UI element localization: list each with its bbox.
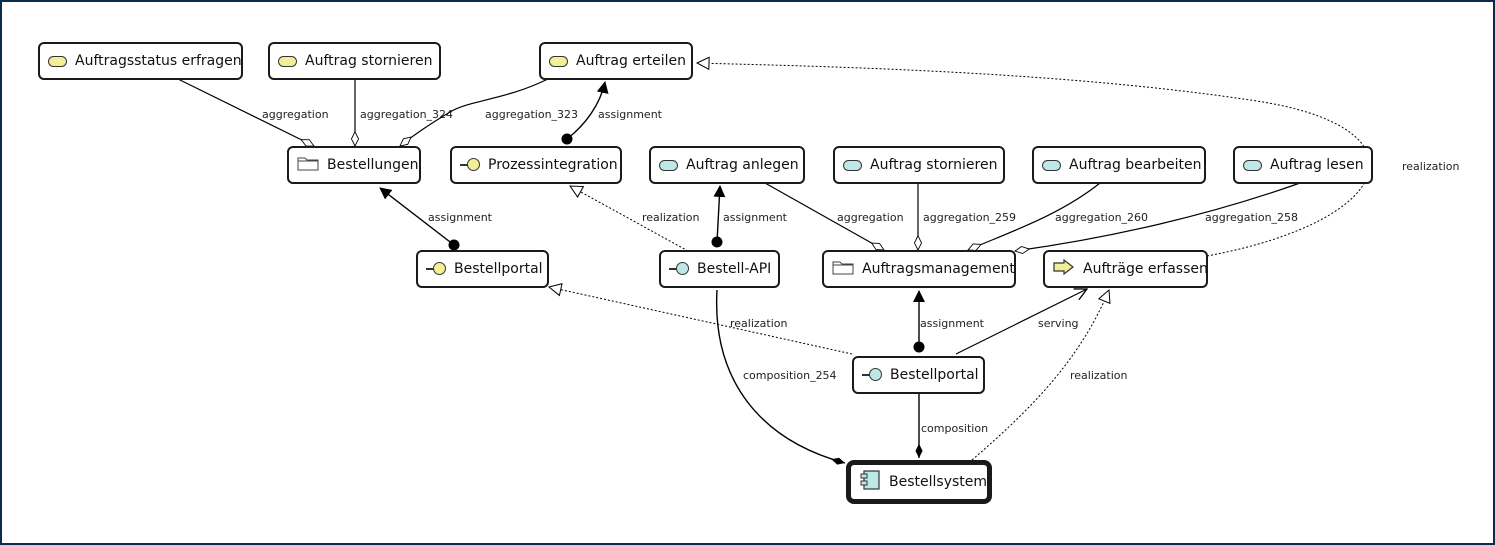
edge-label: serving [1038,317,1079,330]
node-label: Bestellportal [890,367,979,383]
edge-label: aggregation_259 [923,211,1016,224]
node-auftrag-stornieren-business[interactable]: Auftrag stornieren [268,42,441,80]
node-label: Auftragsmanagement [862,261,1015,277]
application-interface-icon [669,262,689,276]
edge-label: composition_254 [743,369,837,382]
edge-composition-254[interactable] [715,289,846,465]
node-label: Auftrag stornieren [305,53,433,69]
node-auftraege-erfassen[interactable]: Aufträge erfassen [1043,250,1208,288]
node-label: Auftragsstatus erfragen [75,53,242,69]
edge-realization-system-erfassen[interactable] [971,290,1109,461]
business-interface-icon [426,262,446,276]
process-arrow-icon [1053,258,1075,279]
node-label: Bestell-API [697,261,772,277]
edge-label: aggregation [837,211,904,224]
edge-assignment-api-anlegen[interactable] [711,185,726,248]
application-service-icon [843,159,862,171]
node-label: Aufträge erfassen [1083,261,1208,277]
application-service-icon [659,159,678,171]
business-interface-icon [460,158,480,172]
edge-label: composition [921,422,988,435]
edge-label: realization [1402,160,1460,173]
edge-aggregation-anlegen[interactable] [764,182,884,251]
node-auftrag-erteilen[interactable]: Auftrag erteilen [539,42,693,80]
edge-label: realization [730,317,788,330]
edge-label: aggregation_323 [485,108,578,121]
edge-aggregation-260[interactable] [968,182,1101,250]
edge-label: assignment [723,211,788,224]
application-service-icon [1243,159,1262,171]
folder-icon [297,155,319,175]
node-auftrag-bearbeiten[interactable]: Auftrag bearbeiten [1032,146,1206,184]
node-bestellportal-application[interactable]: Bestellportal [852,356,985,394]
business-service-icon [48,55,67,67]
node-label: Auftrag bearbeiten [1069,157,1202,173]
node-label: Auftrag erteilen [576,53,687,69]
edge-label: aggregation_258 [1205,211,1298,224]
node-bestell-api[interactable]: Bestell-API [659,250,780,288]
edge-label: aggregation_324 [360,108,453,121]
node-label: Auftrag stornieren [870,157,998,173]
node-label: Bestellportal [454,261,543,277]
node-label: Auftrag lesen [1270,157,1364,173]
node-label: Bestellungen [327,157,419,173]
edge-aggregation[interactable] [177,78,314,147]
edge-label: aggregation [262,108,329,121]
node-prozessintegration[interactable]: Prozessintegration [450,146,622,184]
edge-label: realization [642,211,700,224]
node-auftragsstatus-erfragen[interactable]: Auftragsstatus erfragen [38,42,243,80]
node-label: Bestellsystem [889,474,988,490]
node-auftragsmanagement[interactable]: Auftragsmanagement [822,250,1016,288]
business-service-icon [549,55,568,67]
edge-aggregation-258[interactable] [1015,182,1301,251]
folder-icon [832,259,854,279]
application-service-icon [1042,159,1061,171]
application-component-icon [859,470,881,494]
business-service-icon [278,55,297,67]
node-auftrag-anlegen[interactable]: Auftrag anlegen [649,146,805,184]
edge-realization-portal[interactable] [549,287,853,355]
node-label: Auftrag anlegen [686,157,799,173]
node-label: Prozessintegration [488,157,618,173]
edge-label: realization [1070,369,1128,382]
application-interface-icon [862,368,882,382]
edge-label: assignment [428,211,493,224]
node-auftrag-stornieren-application[interactable]: Auftrag stornieren [833,146,1005,184]
node-bestellsystem[interactable]: Bestellsystem [846,460,992,504]
edge-realization-api-prozess[interactable] [570,186,689,252]
edge-label: assignment [920,317,985,330]
node-bestellportal-business[interactable]: Bestellportal [416,250,549,288]
edge-serving[interactable] [955,289,1087,355]
node-bestellungen[interactable]: Bestellungen [287,146,421,184]
edge-assignment-prozessintegration[interactable] [561,81,609,145]
node-auftrag-lesen[interactable]: Auftrag lesen [1233,146,1373,184]
edge-assignment-bestellportal-bestellungen[interactable] [379,187,460,251]
edge-label: aggregation_260 [1055,211,1148,224]
edge-label: assignment [598,108,663,121]
edge-aggregation-323[interactable] [400,78,549,146]
